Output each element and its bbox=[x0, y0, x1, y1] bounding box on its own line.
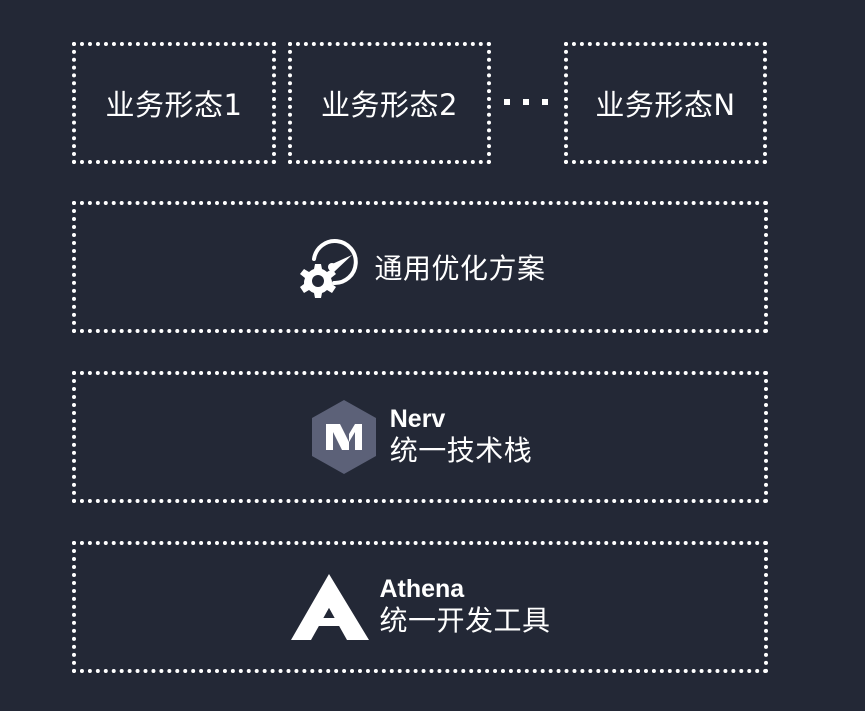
gauge-gear-icon bbox=[294, 231, 366, 303]
nerv-name: Nerv bbox=[389, 405, 446, 433]
ellipsis-dot bbox=[504, 99, 510, 105]
nerv-text: Nerv 统一技术栈 bbox=[390, 405, 533, 469]
nerv-box: Nerv 统一技术栈 bbox=[72, 371, 768, 503]
athena-box: Athena 统一开发工具 bbox=[72, 541, 768, 673]
athena-name: Athena bbox=[379, 575, 465, 603]
business-form-box-2: 业务形态2 bbox=[288, 42, 491, 164]
business-form-label-n: 业务形态N bbox=[595, 88, 736, 122]
business-form-label-2: 业务形态2 bbox=[321, 88, 458, 122]
business-form-box-n: 业务形态N bbox=[564, 42, 767, 164]
athena-logo-icon bbox=[289, 572, 371, 642]
business-form-label-1: 业务形态1 bbox=[105, 88, 243, 122]
nerv-logo-icon bbox=[308, 397, 380, 477]
business-form-box-1: 业务形态1 bbox=[72, 42, 276, 164]
ellipsis-dot bbox=[523, 99, 529, 105]
athena-subtitle: 统一开发工具 bbox=[379, 604, 551, 637]
nerv-subtitle: 统一技术栈 bbox=[389, 434, 533, 467]
ellipsis bbox=[504, 82, 548, 122]
optimization-box: 通用优化方案 bbox=[72, 201, 768, 333]
ellipsis-dot bbox=[542, 99, 548, 105]
athena-text: Athena 统一开发工具 bbox=[379, 575, 550, 639]
optimization-label: 通用优化方案 bbox=[374, 252, 546, 285]
